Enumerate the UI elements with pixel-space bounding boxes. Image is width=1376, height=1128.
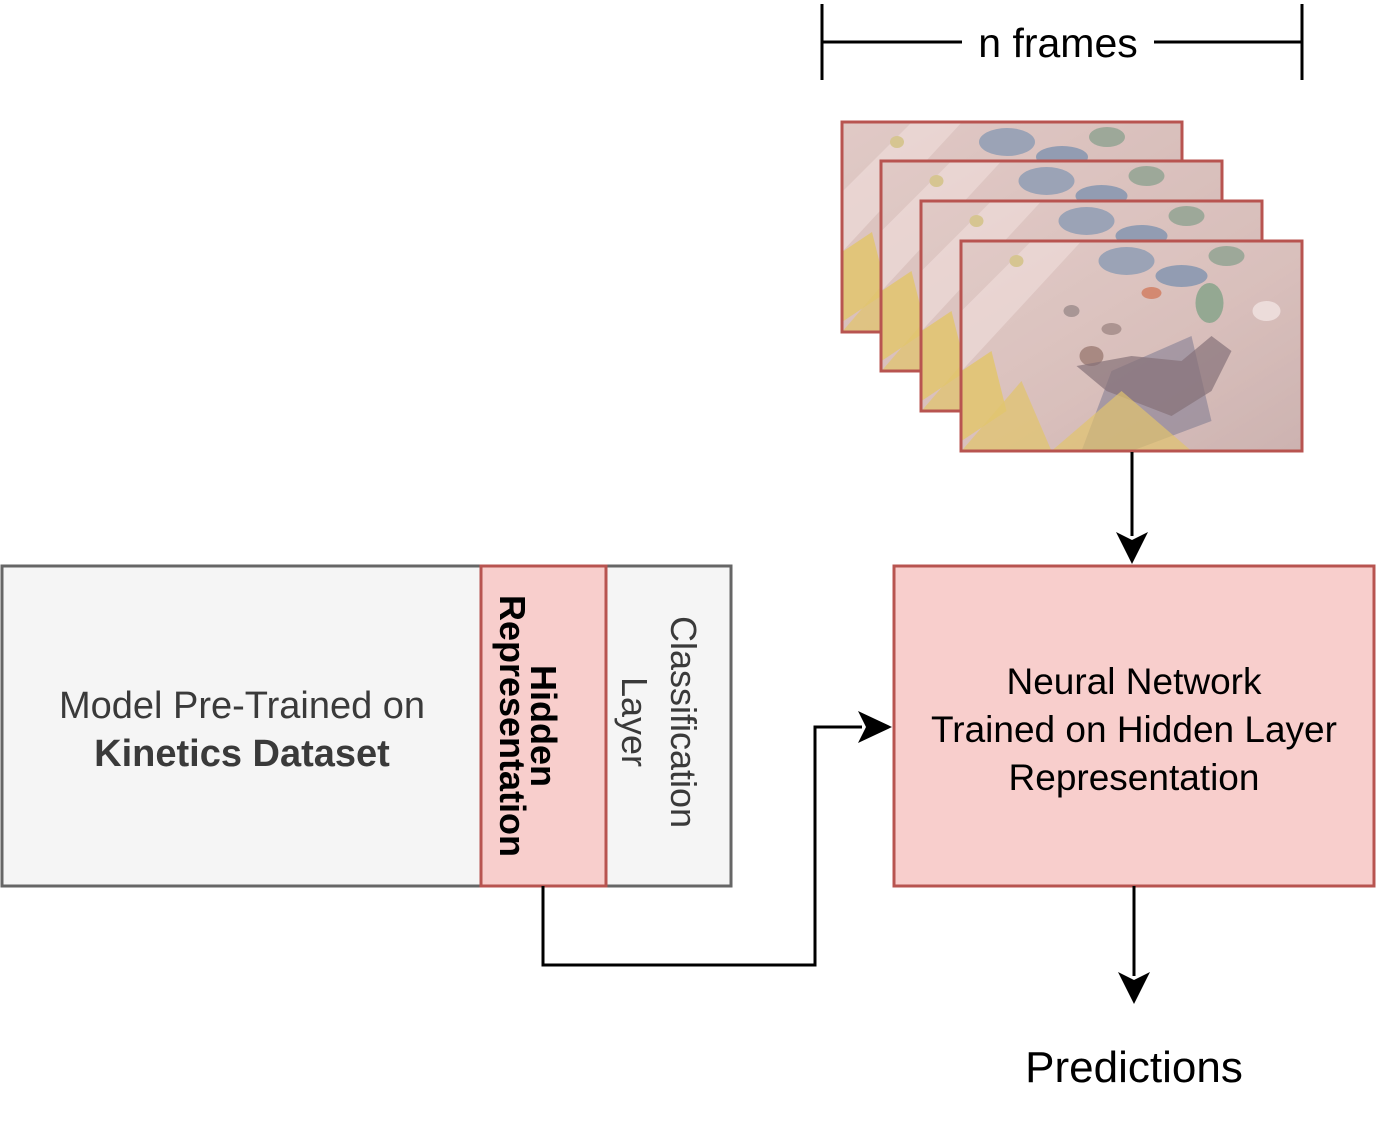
hidden-to-nn-arrowhead [858, 711, 892, 743]
pretrained-model-box [0, 564, 484, 888]
classification-layer-line2: Layer [614, 676, 655, 768]
arrows [541, 452, 1136, 976]
hidden-representation-label-2: Representation [488, 566, 536, 886]
pretrained-model-label: Model Pre-Trained on Kinetics Dataset [2, 682, 482, 778]
n-frames-bracket [820, 4, 1304, 80]
frame-stack [840, 120, 1304, 453]
video-frame-4 [959, 239, 1304, 453]
hidden-to-nn-connector [541, 725, 862, 967]
predictions-label: Predictions [1025, 1043, 1243, 1092]
classification-layer-line1: Classification [663, 615, 704, 829]
pretrained-model-line2: Kinetics Dataset [94, 733, 390, 775]
neural-network-label: Neural Network Trained on Hidden Layer R… [894, 658, 1374, 802]
n-frames-label: n frames [962, 18, 1154, 68]
classification-layer-label: Classification [659, 562, 707, 882]
frames-to-nn-arrowhead [1116, 532, 1148, 564]
nn-to-predictions-arrowhead [1118, 972, 1150, 1004]
classification-layer-label-2: Layer [610, 562, 658, 882]
hidden-representation-box [479, 564, 608, 888]
neural-network-box [892, 564, 1376, 888]
neural-network-line2: Trained on Hidden Layer [931, 709, 1337, 750]
neural-network-line1: Neural Network [1006, 661, 1262, 702]
hidden-representation-line2: Representation [492, 594, 533, 858]
pretrained-model-line1: Model Pre-Trained on [58, 685, 426, 727]
neural-network-line3: Representation [1008, 757, 1260, 798]
